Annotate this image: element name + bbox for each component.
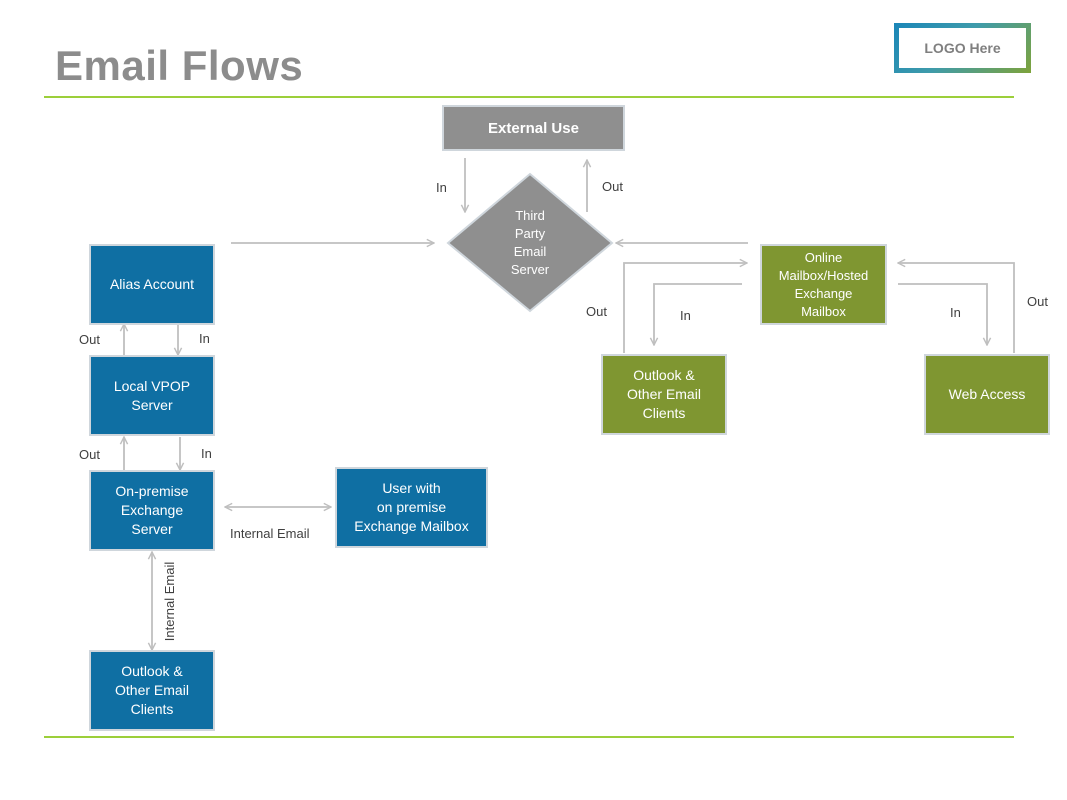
label-online-in-right: In bbox=[950, 305, 961, 320]
label-alias-out: Out bbox=[79, 332, 100, 347]
node-on-premise-exchange: On-premise Exchange Server bbox=[89, 470, 215, 551]
node-third-party-label: Third Party Email Server bbox=[510, 208, 550, 277]
logo-text: LOGO Here bbox=[899, 28, 1026, 68]
page-title: Email Flows bbox=[55, 42, 304, 89]
node-external-use: External Use bbox=[442, 105, 625, 151]
arrow-web-access-in bbox=[898, 283, 987, 345]
label-vpop-out: Out bbox=[79, 447, 100, 462]
node-outlook-left: Outlook & Other Email Clients bbox=[89, 650, 215, 731]
node-user-on-premise: User with on premise Exchange Mailbox bbox=[335, 467, 488, 548]
third-party-diamond bbox=[446, 172, 614, 313]
arrow-web-access-out bbox=[898, 263, 1015, 353]
label-online-in-left: In bbox=[680, 308, 691, 323]
arrow-outlook-right-in bbox=[654, 283, 742, 345]
node-local-vpop: Local VPOP Server bbox=[89, 355, 215, 436]
label-external-out: Out bbox=[602, 179, 623, 194]
node-outlook-right: Outlook & Other Email Clients bbox=[601, 354, 727, 435]
label-alias-in: In bbox=[199, 331, 210, 346]
logo: LOGO Here bbox=[894, 23, 1031, 73]
node-alias-account: Alias Account bbox=[89, 244, 215, 325]
label-online-out-right: Out bbox=[1027, 294, 1048, 309]
node-online-mailbox: Online Mailbox/Hosted Exchange Mailbox bbox=[760, 244, 887, 325]
label-online-out-left: Out bbox=[586, 304, 607, 319]
arrow-outlook-right-out bbox=[623, 263, 747, 353]
top-divider bbox=[44, 96, 1014, 98]
label-internal-email-horizontal: Internal Email bbox=[230, 526, 310, 541]
bottom-divider bbox=[44, 736, 1014, 738]
label-external-in: In bbox=[436, 180, 447, 195]
label-vpop-in: In bbox=[201, 446, 212, 461]
label-internal-email-vertical: Internal Email bbox=[162, 561, 178, 642]
node-web-access: Web Access bbox=[924, 354, 1050, 435]
